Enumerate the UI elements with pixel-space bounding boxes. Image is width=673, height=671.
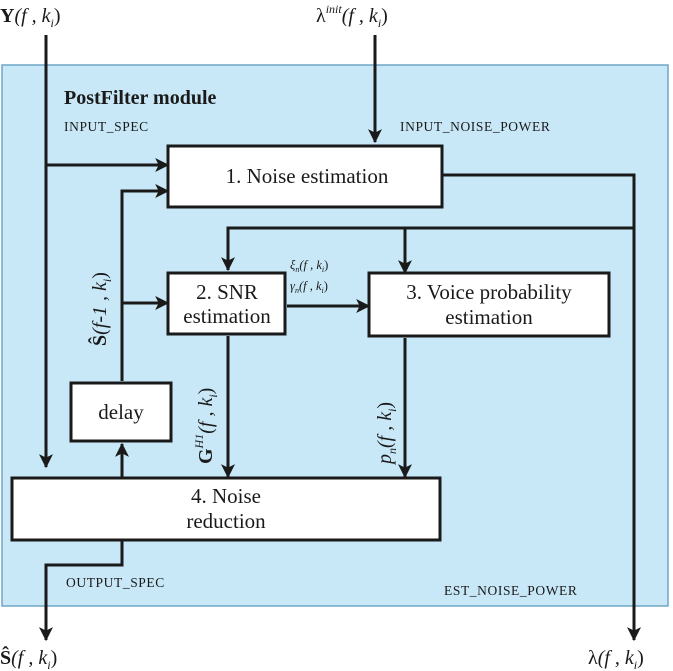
gain-sup: H1 — [192, 434, 206, 450]
s-prev-base: Ŝ — [87, 335, 111, 346]
noise-power-output-signal-label: λ(f , ki) — [588, 647, 644, 671]
est-noise-power-label: EST_NOISE_POWER — [444, 583, 578, 598]
lambda-out-args: (f , k — [598, 647, 635, 669]
y-args: (f , k — [14, 5, 51, 27]
xi-sub: i — [322, 265, 324, 274]
noise-reduction-block: 4. Noise reduction — [10, 476, 442, 542]
output-spectrum-wire — [39, 540, 124, 642]
lambda-init-args: (f , k — [342, 5, 379, 27]
pn-close: ) — [374, 402, 396, 409]
lambda-out-close: ) — [637, 647, 644, 669]
delayed-output-signal-label: Ŝ(f-1 , ki) — [87, 272, 114, 346]
noise-estimation-label: 1. Noise estimation — [226, 164, 389, 188]
lambda-out-base: λ — [588, 647, 598, 669]
xi-signal-label: ξn(f , ki) — [290, 258, 328, 274]
pn-subn: n — [385, 448, 399, 454]
lambda-init-sup: init — [326, 2, 343, 16]
s-prev-args: (f-1 , k — [89, 281, 111, 335]
gamma-close: ) — [324, 279, 328, 293]
xi-base: ξ — [290, 258, 296, 272]
noise-estimate-output-wire — [442, 173, 641, 642]
voice-probability-block: 3. Voice probability estimation — [367, 271, 611, 338]
pn-sub: i — [385, 409, 399, 412]
gamma-args: (f , k — [299, 279, 322, 293]
noise-estimation-block: 1. Noise estimation — [166, 144, 444, 209]
s-out-base: Ŝ — [0, 645, 11, 669]
delay-label: delay — [98, 400, 144, 424]
y-close: ) — [54, 5, 61, 27]
s-out-sub: i — [47, 658, 50, 671]
noise-reduction-label-line1: 4. Noise — [191, 484, 261, 508]
snr-estimation-label-line1: 2. SNR — [196, 280, 258, 304]
gain-sub: i — [206, 394, 220, 397]
noise-reduction-label-line2: reduction — [186, 509, 266, 533]
output-spectrum-signal-label: Ŝ(f , ki) — [0, 645, 57, 671]
lambda-init-base: λ — [316, 5, 326, 27]
lambda-init-close: ) — [381, 5, 388, 27]
gamma-signal-label: γn(f , ki) — [290, 279, 328, 295]
y-sub: i — [51, 16, 54, 30]
s-out-args: (f , k — [11, 647, 48, 669]
lambda-init-signal-label: λinit(f , ki) — [316, 2, 388, 30]
speech-probability-signal-label: pn(f , ki) — [374, 402, 399, 466]
voice-probability-label-line2: estimation — [445, 305, 533, 329]
lambda-out-sub: i — [634, 658, 637, 671]
s-prev-sub: i — [100, 279, 114, 282]
gamma-subn: n — [295, 286, 299, 295]
output-spec-label: OUTPUT_SPEC — [66, 575, 165, 590]
s-prev-close: ) — [89, 272, 111, 279]
s-out-close: ) — [51, 647, 58, 669]
gain-args: (f , k — [195, 397, 217, 434]
y-base: Y — [0, 5, 15, 27]
gain-close: ) — [195, 388, 217, 395]
y-input-signal-label: Y(f , ki) — [0, 5, 61, 30]
xi-args: (f , k — [299, 258, 322, 272]
input-noise-power-label: INPUT_NOISE_POWER — [400, 119, 550, 134]
input-spec-label: INPUT_SPEC — [64, 119, 149, 134]
noise-estimate-to-snr-wire — [221, 226, 634, 272]
pn-args: (f , k — [374, 411, 396, 448]
snr-estimation-label-line2: estimation — [183, 304, 271, 328]
voice-probability-label-line1: 3. Voice probability — [406, 280, 572, 304]
module-title: PostFilter module — [64, 87, 217, 109]
gamma-base: γ — [290, 279, 296, 293]
gamma-sub: i — [322, 286, 324, 295]
pn-base: p — [374, 454, 396, 466]
gain-base: G — [195, 448, 217, 464]
lambda-init-sub: i — [378, 16, 381, 30]
xi-subn: n — [295, 265, 299, 274]
delay-block: delay — [69, 381, 173, 443]
snr-estimation-block: 2. SNR estimation — [166, 271, 287, 336]
xi-close: ) — [324, 258, 328, 272]
gain-signal-label: GH1(f , ki) — [192, 388, 220, 464]
delay-feedback-wire — [120, 184, 170, 381]
